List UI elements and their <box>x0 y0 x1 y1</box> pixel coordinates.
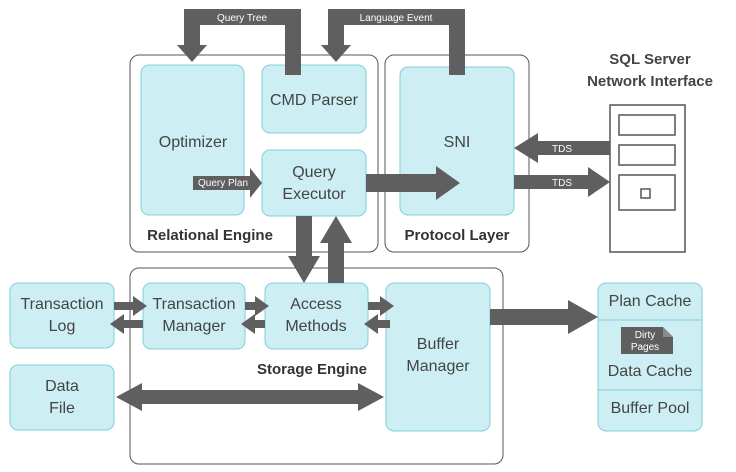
protocol-layer-label: Protocol Layer <box>404 227 509 244</box>
language-event-label: Language Event <box>360 13 433 24</box>
buffer-manager-label-line2: Manager <box>406 358 470 375</box>
plan-cache-label: Plan Cache <box>609 293 692 310</box>
language-event-arrowhead <box>321 45 351 62</box>
transaction-log-box <box>9 282 115 349</box>
dirty-pages-icon <box>621 327 673 354</box>
data-file-label-line2: File <box>49 400 75 417</box>
txmanager-to-access-arrow <box>245 296 269 316</box>
query-plan-arrow <box>193 168 262 198</box>
cmd-parser-box <box>261 64 367 134</box>
language-event-path <box>328 9 465 75</box>
query-tree-path <box>184 9 301 75</box>
buffer-to-cache-arrow <box>490 300 598 334</box>
query-tree-label: Query Tree <box>217 13 267 24</box>
executor-to-access-arrow <box>288 216 320 283</box>
dirty-pages-fold <box>663 327 673 337</box>
cmd-parser-label: CMD Parser <box>270 92 359 109</box>
query-plan-label: Query Plan <box>198 178 248 189</box>
query-tree-arrowhead <box>177 45 207 62</box>
tds-in-label: TDS <box>552 144 572 155</box>
transaction-manager-box <box>142 282 246 350</box>
sni-interface-title-line2: Network Interface <box>587 73 713 90</box>
datafile-buffer-arrow <box>116 383 384 411</box>
buffer-manager-label-line1: Buffer <box>417 336 460 353</box>
query-executor-box <box>261 149 367 217</box>
storage-engine-label: Storage Engine <box>257 361 367 378</box>
executor-to-sni-arrow <box>366 166 460 200</box>
data-file-label-line1: Data <box>45 378 79 395</box>
dirty-pages-label-line2: Pages <box>631 342 659 353</box>
tds-in-arrow <box>514 133 610 163</box>
txmanager-to-log-arrow <box>110 314 143 334</box>
access-to-executor-arrow <box>320 216 352 283</box>
buffer-pool-label: Buffer Pool <box>611 400 690 417</box>
relational-engine-label: Relational Engine <box>147 227 273 244</box>
access-methods-label-line1: Access <box>290 296 342 313</box>
data-file-box <box>9 364 115 431</box>
transaction-manager-label-line2: Manager <box>162 318 226 335</box>
server-tower-icon <box>609 104 686 253</box>
transaction-log-label-line1: Transaction <box>21 296 104 313</box>
optimizer-label: Optimizer <box>159 134 228 151</box>
dirty-pages-label-line1: Dirty <box>635 330 656 341</box>
query-executor-label-line1: Query <box>292 164 336 181</box>
access-to-buffer-arrow <box>368 296 394 316</box>
transaction-log-label-line2: Log <box>49 318 76 335</box>
sni-interface-title-line1: SQL Server <box>609 51 691 68</box>
log-to-txmanager-arrow <box>114 296 147 316</box>
tds-out-arrow <box>514 167 610 197</box>
query-executor-label-line2: Executor <box>282 186 346 203</box>
access-methods-label-line2: Methods <box>285 318 346 335</box>
access-methods-box <box>264 282 369 350</box>
tds-out-label: TDS <box>552 178 572 189</box>
buffer-manager-box <box>385 282 491 432</box>
transaction-manager-label-line1: Transaction <box>153 296 236 313</box>
access-to-txmanager-arrow <box>241 314 265 334</box>
data-cache-label: Data Cache <box>608 363 693 380</box>
buffer-to-access-arrow <box>364 314 390 334</box>
sni-label: SNI <box>444 134 471 151</box>
